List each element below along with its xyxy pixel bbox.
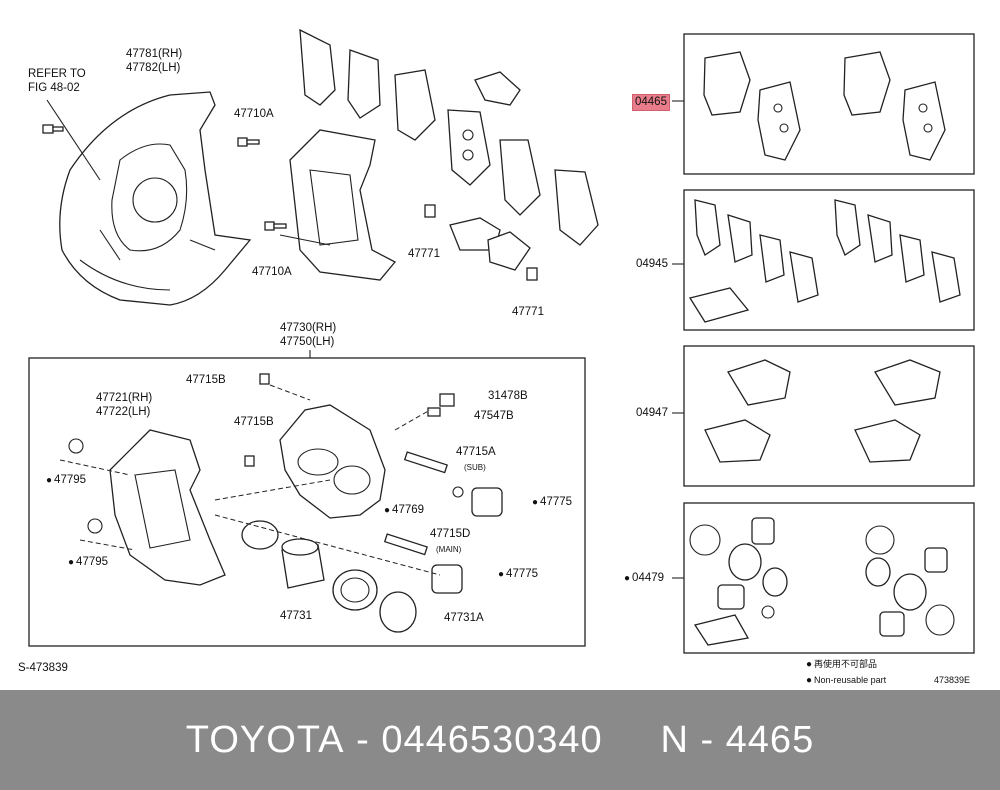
label-47710a-bottom: 47710A (252, 266, 292, 278)
bleeder-plug-drawing (427, 407, 441, 417)
diagram-drawing (28, 28, 975, 654)
label-04465-highlighted[interactable]: 04465 (632, 94, 670, 111)
label-47547b: 47547B (474, 410, 514, 422)
label-47721: 47721(RH) (96, 392, 153, 404)
label-47795-a: 47795 (46, 474, 86, 487)
label-04479: 04479 (624, 572, 664, 585)
label-47715b-b: 47715B (234, 416, 274, 428)
legend-jp: 再使用不可部品 (806, 658, 877, 671)
banner-separator: - (344, 718, 382, 761)
pads-upper-drawing (299, 28, 599, 271)
banner-part-number: 0446530340 (381, 718, 603, 761)
label-sub: (SUB) (464, 463, 486, 472)
bushing-47769-drawing (452, 486, 464, 498)
caliper-body-drawing (279, 404, 386, 519)
label-47769: 47769 (384, 504, 424, 517)
label-47775-a: 47775 (532, 496, 572, 509)
clip-47771-a-drawing (424, 204, 436, 218)
banner-text: TOYOTA - 0446530340 N - 4465 (0, 690, 1000, 790)
seal-ring-drawing (241, 520, 279, 550)
label-47730: 47730(RH) (280, 322, 337, 334)
reference-code: S-473839 (18, 662, 68, 674)
label-31478b: 31478B (488, 390, 528, 402)
seal-47731a-drawing (379, 591, 417, 633)
caliper-assembly-box (28, 357, 586, 647)
piston-47731-drawing (281, 538, 325, 589)
banner-gap (603, 719, 661, 762)
label-47731a: 47731A (444, 612, 484, 624)
text-47795-a: 47795 (54, 474, 87, 486)
bolt-47715b-b-drawing (244, 455, 255, 467)
label-47771-b: 47771 (512, 306, 544, 318)
legend-jp-text: 再使用不可部品 (814, 659, 878, 669)
clip-set-04947-drawing (704, 359, 941, 463)
pin-47715a-drawing (403, 451, 448, 474)
label-04947: 04947 (636, 407, 668, 419)
label-47710a-top: 47710A (234, 108, 274, 120)
boot-47775-b-drawing (431, 564, 463, 594)
seal-kit-04479-drawing (689, 517, 955, 646)
caliper-bracket-47721-drawing (109, 429, 226, 586)
banner-brand: TOYOTA (185, 718, 345, 761)
figure-code: 473839E (934, 675, 971, 685)
label-refer-to: REFER TO (28, 68, 86, 80)
pin-47715d-drawing (383, 533, 428, 556)
text-47775-b: 47775 (506, 568, 539, 580)
text-47775-a: 47775 (540, 496, 573, 508)
label-47731: 47731 (280, 610, 312, 622)
label-47775-b: 47775 (498, 568, 538, 581)
washer-47795-a-drawing (68, 438, 84, 454)
banner-ref: N - 4465 (660, 718, 815, 761)
label-47722: 47722(LH) (96, 406, 151, 418)
caliper-bracket-drawing (279, 129, 397, 281)
bolts-47710a-drawing (237, 137, 287, 231)
clip-47771-b-drawing (526, 267, 538, 281)
box-04945 (683, 189, 975, 331)
label-47715b-a: 47715B (186, 374, 226, 386)
label-47750: 47750(LH) (280, 336, 335, 348)
label-47795-b: 47795 (68, 556, 108, 569)
label-04945: 04945 (636, 258, 668, 270)
bleeder-cap-drawing (439, 393, 455, 407)
part-banner: TOYOTA - 0446530340 N - 4465 (0, 690, 1000, 790)
bolt-47715b-a-drawing (259, 373, 270, 385)
label-47715d: 47715D (430, 528, 471, 540)
text-04479: 04479 (632, 572, 665, 584)
label-refer-fig: FIG 48-02 (28, 82, 80, 94)
shim-set-04945-drawing (688, 199, 961, 323)
pad-set-04465-drawing (703, 51, 946, 161)
label-47771-a: 47771 (408, 248, 440, 260)
label-47715a: 47715A (456, 446, 496, 458)
boot-47775-a-drawing (471, 487, 503, 517)
text-47795-b: 47795 (76, 556, 109, 568)
box-04465 (683, 33, 975, 175)
dust-shield-drawing (46, 91, 252, 306)
washer-47795-b-drawing (87, 518, 103, 534)
boot-47731-drawing (332, 569, 378, 611)
label-47782: 47782(LH) (126, 62, 181, 74)
text-47769: 47769 (392, 504, 425, 516)
bolt-refer-drawing (42, 124, 64, 134)
legend-en-text: Non-reusable part (814, 675, 887, 685)
box-04947 (683, 345, 975, 487)
legend-en: Non-reusable part (806, 674, 886, 687)
label-main: (MAIN) (436, 545, 462, 554)
label-47781: 47781(RH) (126, 48, 183, 60)
